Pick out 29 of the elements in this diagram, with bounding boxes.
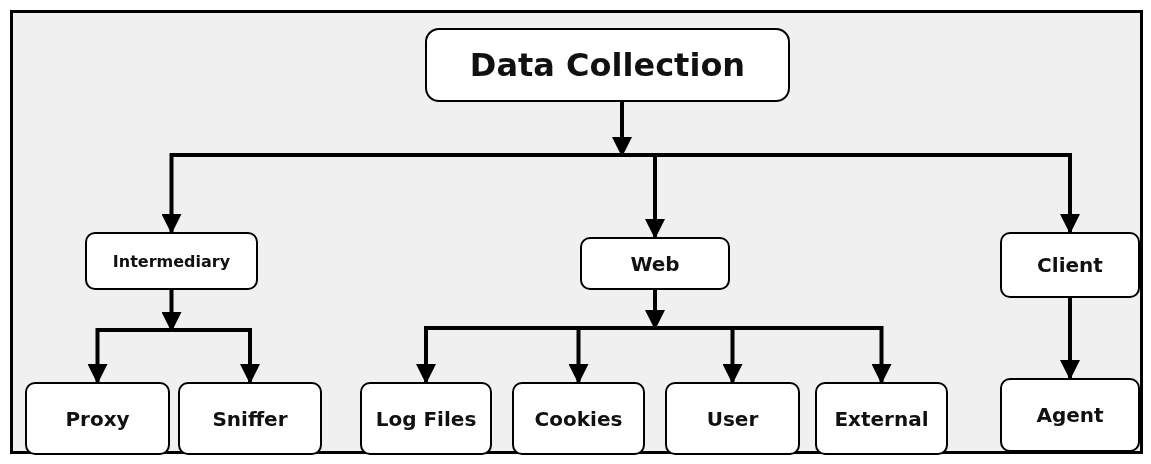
process-box [425, 28, 790, 102]
process-box [25, 382, 170, 455]
process-box [665, 382, 800, 455]
node-label: Client [1037, 253, 1103, 277]
arrow [161, 153, 622, 234]
node-label: Web [630, 251, 680, 276]
process-box [178, 382, 322, 455]
node-label: Sniffer [212, 406, 288, 431]
node-label: Cookies [534, 406, 623, 431]
process-box [1000, 378, 1140, 452]
arrow [622, 153, 1080, 234]
process-box [512, 382, 645, 455]
arrow [655, 326, 892, 384]
node-label: External [834, 406, 929, 431]
process-box [1000, 232, 1140, 298]
node-label: Intermediary [112, 251, 231, 271]
node-label: Log Files [375, 406, 477, 431]
node-label: Proxy [65, 406, 130, 431]
process-box [580, 237, 730, 290]
process-box [360, 382, 492, 455]
arrow [568, 326, 655, 384]
arrow [171, 328, 260, 384]
arrow [87, 328, 172, 384]
process-box [815, 382, 948, 455]
process-box [85, 232, 258, 290]
arrow [1060, 298, 1080, 380]
node-label: Agent [1036, 403, 1104, 427]
node-label: User [706, 406, 759, 431]
node-label: Data Collection [469, 46, 746, 84]
